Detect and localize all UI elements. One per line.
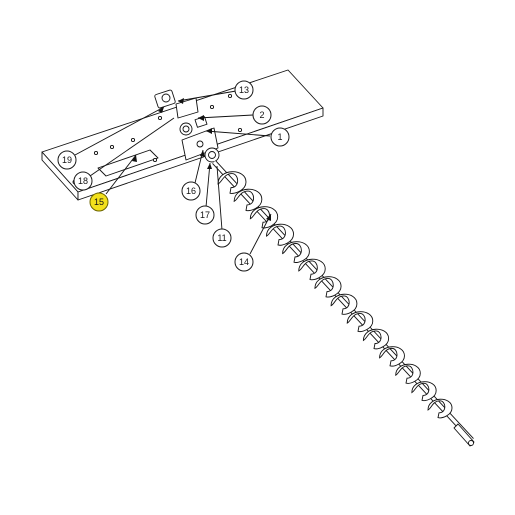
- callout-13: 13: [234, 80, 254, 100]
- callout-15-label: 15: [94, 197, 104, 207]
- auger-flight: [330, 293, 358, 315]
- callout-17: 17: [195, 205, 215, 225]
- callout-17-label: 17: [200, 210, 210, 220]
- auger-flighting: [217, 171, 453, 419]
- callout-1: 1: [270, 127, 290, 147]
- gearbox-assembly: [154, 89, 220, 163]
- callout-16-label: 16: [186, 186, 196, 196]
- leader-lines: [74, 90, 272, 255]
- auger-flight: [427, 398, 453, 419]
- callout-11-label: 11: [217, 233, 226, 243]
- auger-flight: [298, 258, 326, 281]
- auger-flight: [282, 241, 310, 263]
- callout-2: 2: [252, 105, 272, 125]
- callout-2-label: 2: [259, 110, 264, 120]
- auger-flight: [379, 346, 405, 367]
- callout-16: 16: [181, 181, 201, 201]
- callout-14: 14: [234, 252, 254, 272]
- auger-flight: [346, 311, 374, 332]
- callout-19-label: 19: [62, 155, 72, 165]
- callout-18-label: 18: [78, 176, 88, 186]
- auger-flight: [266, 223, 294, 246]
- auger-flight: [362, 328, 390, 350]
- callout-11: 11: [212, 228, 232, 248]
- auger-flight: [395, 363, 421, 384]
- callout-15: 15: [89, 192, 109, 212]
- callout-1-label: 1: [277, 132, 282, 142]
- auger-flight: [233, 188, 263, 212]
- auger-flight: [217, 171, 247, 194]
- callout-13-label: 13: [239, 85, 249, 95]
- callout-18: 18: [73, 171, 93, 191]
- auger-flight: [314, 276, 342, 298]
- callout-14-label: 14: [239, 257, 249, 267]
- auger-flight: [411, 381, 437, 402]
- auger-flight: [249, 206, 279, 229]
- callout-19: 19: [57, 150, 77, 170]
